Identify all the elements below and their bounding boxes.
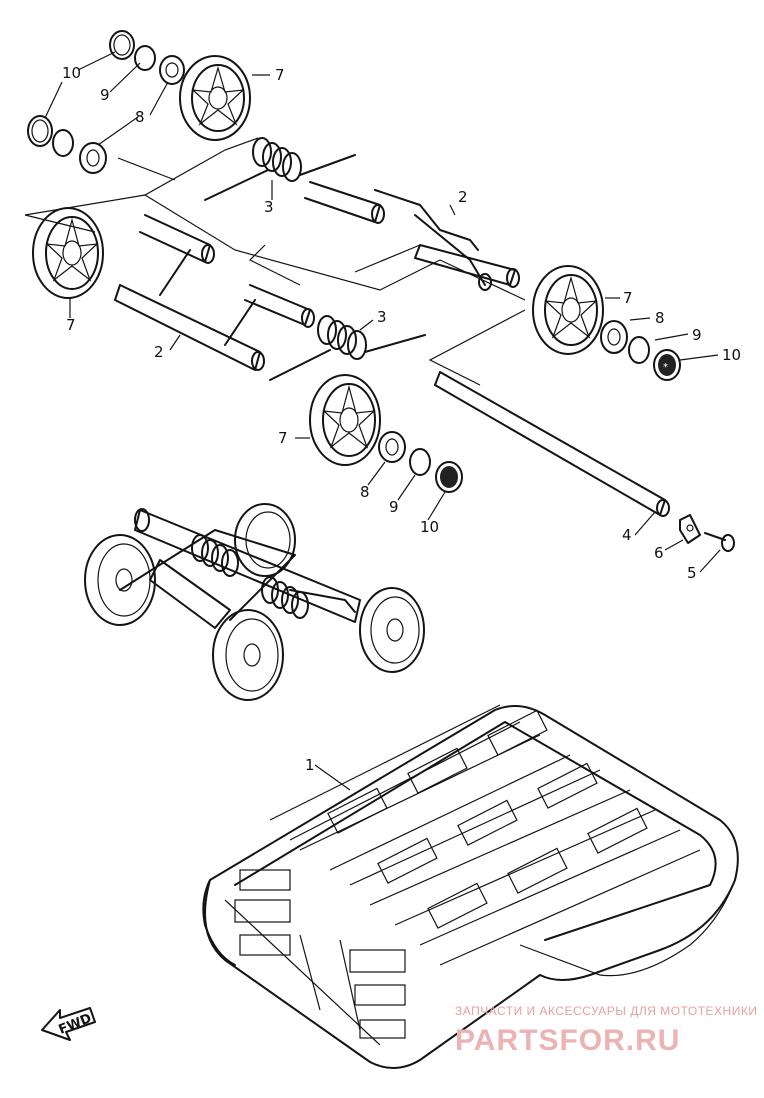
idler-wheel-7-right xyxy=(532,265,604,355)
cap-10-bottom xyxy=(435,461,463,493)
bearing-8-right xyxy=(600,320,628,354)
callout-7: 7 xyxy=(275,66,285,84)
spacer-9-top xyxy=(134,45,156,71)
callout-7: 7 xyxy=(278,429,288,447)
spacer-9-bottom xyxy=(409,448,431,476)
bearing-8-bottom xyxy=(378,431,406,463)
idler-wheel-7-bottom xyxy=(309,374,381,466)
suspension-arm-2-left xyxy=(114,214,315,371)
circlip-10-left xyxy=(27,115,53,147)
callout-9: 9 xyxy=(692,326,702,344)
watermark-tagline: ЗАПЧАСТИ И АКСЕССУАРЫ ДЛЯ МОТОТЕХНИКИ xyxy=(455,1004,757,1018)
cap-10-right: * xyxy=(653,349,681,381)
callout-6: 6 xyxy=(654,544,664,562)
callout-8: 8 xyxy=(135,108,145,126)
callout-7: 7 xyxy=(66,316,76,334)
callout-4: 4 xyxy=(622,526,632,544)
callout-8: 8 xyxy=(655,309,665,327)
forward-arrow xyxy=(41,1007,96,1041)
suspension-arm-2-right xyxy=(304,181,520,291)
torsion-spring-3-top xyxy=(204,137,356,201)
callout-1: 1 xyxy=(305,756,315,774)
assembled-spring-rear xyxy=(261,576,309,619)
shaft-4 xyxy=(434,371,670,517)
forward-label: FWD xyxy=(57,1011,94,1038)
callout-10: 10 xyxy=(722,346,741,364)
callout-10: 10 xyxy=(62,64,81,82)
callout-9: 9 xyxy=(389,498,399,516)
torsion-spring-3-bottom xyxy=(269,315,426,381)
plate-6 xyxy=(679,514,701,544)
svg-text:*: * xyxy=(663,362,668,373)
assembled-spring-front xyxy=(191,534,239,577)
assembly-guide-lines xyxy=(24,137,526,386)
bearing-8-top xyxy=(159,55,185,85)
track-tread-blocks xyxy=(234,704,701,1039)
callout-2: 2 xyxy=(458,188,468,206)
callout-10: 10 xyxy=(420,518,439,536)
callout-3: 3 xyxy=(377,308,387,326)
spacer-9-right xyxy=(628,336,650,364)
spacer-9-left xyxy=(52,129,74,157)
circlip-10-top xyxy=(109,30,135,60)
callout-2: 2 xyxy=(154,343,164,361)
callout-9: 9 xyxy=(100,86,110,104)
bolt-5 xyxy=(704,532,735,552)
idler-wheel-7-top xyxy=(179,55,251,141)
bearing-8-left xyxy=(79,142,107,174)
callout-5: 5 xyxy=(687,564,697,582)
leader-lines xyxy=(44,51,721,791)
idler-wheel-7-left xyxy=(32,207,104,299)
assembled-suspension xyxy=(84,503,425,701)
callout-8: 8 xyxy=(360,483,370,501)
watermark-logo: PARTSFOR.RU xyxy=(455,1024,680,1057)
callout-7: 7 xyxy=(623,289,633,307)
track-belt-1 xyxy=(202,704,739,1069)
callout-3: 3 xyxy=(264,198,274,216)
